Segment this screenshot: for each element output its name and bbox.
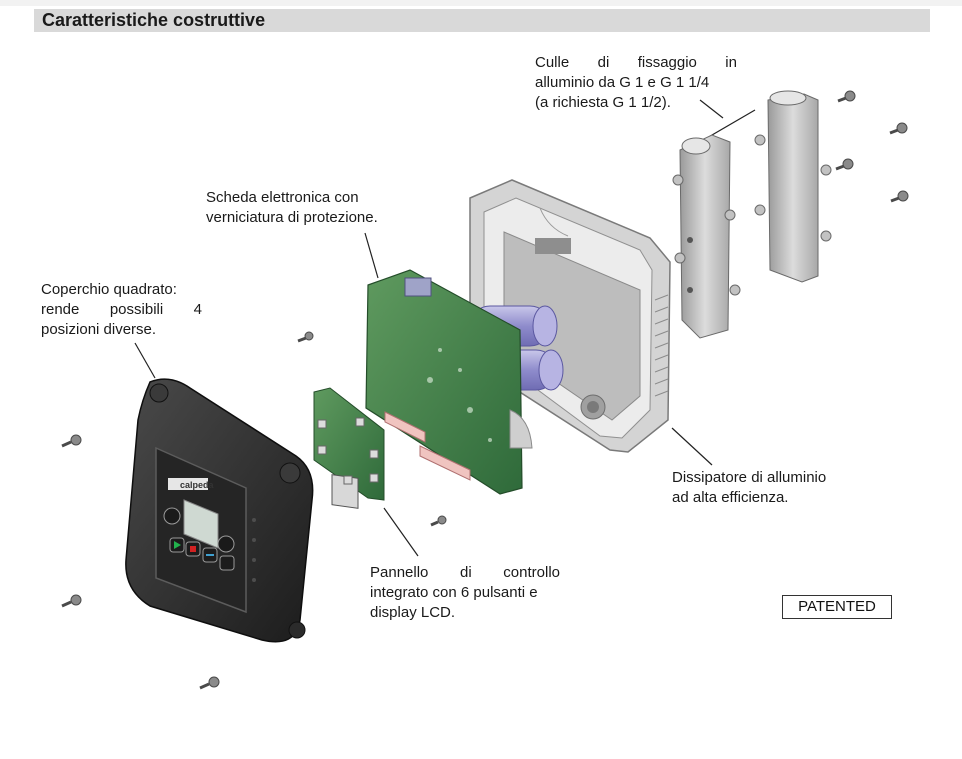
screw-icon <box>199 676 220 690</box>
callout-pannello-rest: integrato con 6 pulsanti e display LCD. <box>370 583 538 623</box>
callout-scheda-line: verniciatura di protezione. <box>206 209 378 226</box>
screw-icon <box>430 515 447 527</box>
callout-scheda: Scheda elettronica con verniciatura di p… <box>206 188 378 228</box>
callout-dissipatore-line: ad alta efficienza. <box>672 489 789 506</box>
callout-coperchio-justified: rende possibili 4 <box>41 300 202 320</box>
callout-culle: Culle di fissaggio in <box>535 53 737 73</box>
square-cover: calpeda <box>125 378 314 643</box>
callout-pannello-line: Pannello di controllo <box>370 564 560 581</box>
callout-coperchio: Coperchio quadrato: <box>41 280 177 300</box>
callout-scheda-line: Scheda elettronica con <box>206 189 359 206</box>
leader-pannello <box>383 507 419 557</box>
callout-dissipatore-line: Dissipatore di alluminio <box>672 469 827 486</box>
brand-logo-text: calpeda <box>180 480 215 490</box>
control-panel-pcb <box>313 387 385 509</box>
screw-icon <box>889 122 908 135</box>
play-green-icon <box>174 541 181 549</box>
cover-buttons <box>163 507 235 571</box>
screw-icon <box>890 190 909 203</box>
right-arrow-button-icon <box>217 535 235 553</box>
left-arrow-button-icon <box>163 507 181 525</box>
leader-coperchio <box>134 342 156 379</box>
callout-pannello-line: integrato con 6 pulsanti e <box>370 584 538 601</box>
screw-icon <box>61 594 82 608</box>
callout-coperchio-line: posizioni diverse. <box>41 321 157 338</box>
screws <box>61 90 909 690</box>
screw-icon <box>835 158 854 171</box>
callout-pannello-line: display LCD. <box>370 604 456 621</box>
callout-dissipatore: Dissipatore di alluminio ad alta efficie… <box>672 468 826 508</box>
leader-dissipatore <box>671 427 713 466</box>
callout-culle-rest: alluminio da G 1 e G 1 1/4 (a richiesta … <box>535 73 709 113</box>
stop-red-icon <box>190 546 196 552</box>
leader-lines <box>134 99 756 557</box>
callout-culle-line: Culle di fissaggio in <box>535 54 737 71</box>
callout-culle-line: alluminio da G 1 e G 1 1/4 <box>535 74 710 91</box>
mounting-brackets <box>672 90 832 339</box>
callout-coperchio-line: rende possibili 4 <box>41 301 202 318</box>
section-header: Caratteristiche costruttive <box>34 9 930 32</box>
leader-scheda <box>364 232 379 279</box>
screw-icon <box>297 331 314 343</box>
patented-badge: PATENTED <box>782 595 892 619</box>
section-title: Caratteristiche costruttive <box>42 10 266 30</box>
callout-culle-line: (a richiesta G 1 1/2). <box>535 94 671 111</box>
screw-icon <box>837 90 856 103</box>
electronic-board <box>365 269 533 495</box>
callout-coperchio-line: Coperchio quadrato: <box>41 281 177 298</box>
callout-pannello: Pannello di controllo <box>370 563 560 583</box>
top-rule <box>0 0 962 6</box>
leader-culle-a <box>699 99 724 119</box>
screw-icon <box>61 434 82 448</box>
callout-coperchio-last: posizioni diverse. <box>41 320 156 340</box>
